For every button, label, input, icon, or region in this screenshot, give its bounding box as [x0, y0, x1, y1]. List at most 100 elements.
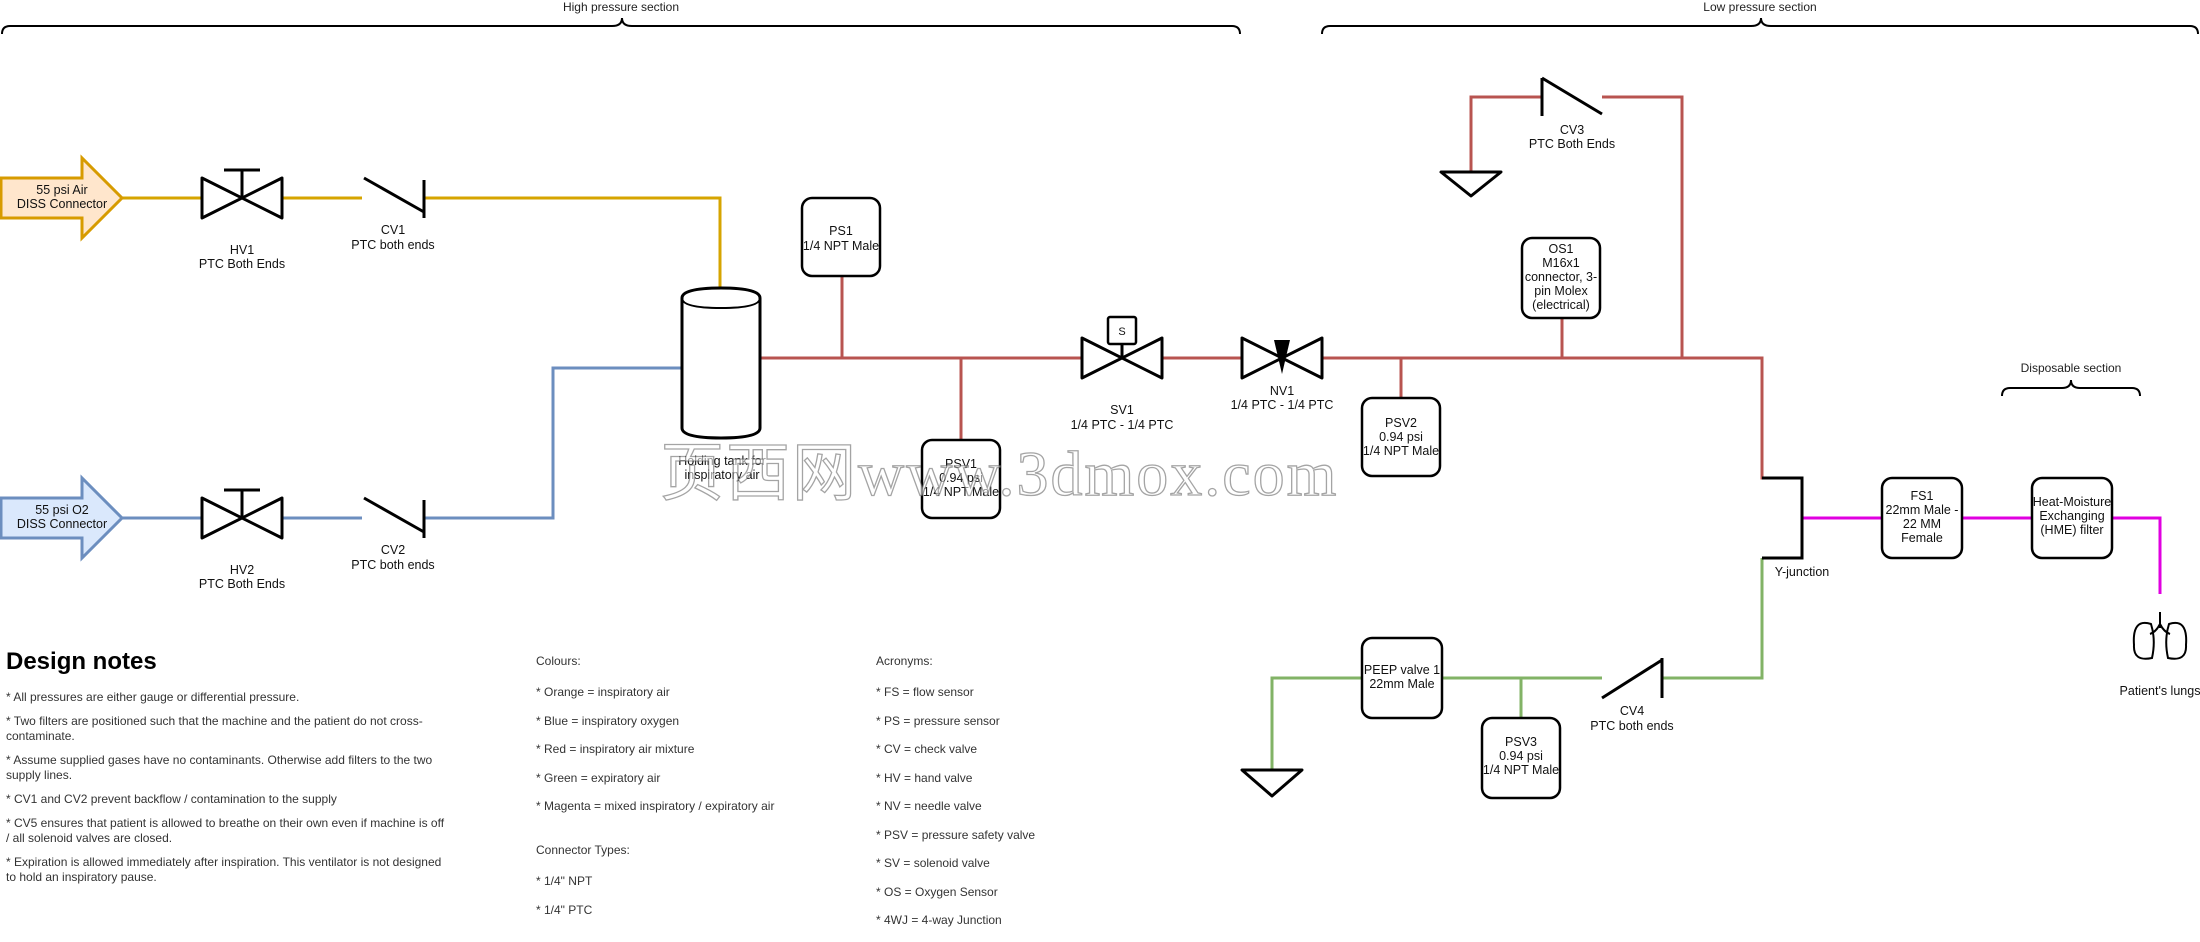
tank-label-line2: inspiratory air — [684, 468, 759, 482]
hme-line2: Exchanging — [2039, 509, 2104, 523]
connector-type-item: * 1/4" PTC — [536, 902, 593, 917]
fs1-name: FS1 — [1911, 489, 1934, 503]
nv1-name: NV1 — [1270, 384, 1294, 398]
low-pressure-label: Low pressure section — [1703, 0, 1816, 14]
peep-detail: 22mm Male — [1369, 677, 1434, 691]
lungs-icon: Patient's lungs — [2120, 612, 2200, 698]
os1-line4: pin Molex — [1534, 284, 1588, 298]
air-input-line1: 55 psi Air — [36, 183, 87, 197]
cv3-detail: PTC Both Ends — [1529, 137, 1615, 151]
design-note-item: * Two filters are positioned such that t… — [6, 713, 423, 744]
acronyms-list: Acronyms: * FS = flow sensor * PS = pres… — [876, 654, 1176, 942]
air-input-line2: DISS Connector — [17, 197, 107, 211]
red-pipes — [760, 95, 1802, 480]
fs1-line3: 22 MM — [1903, 517, 1941, 531]
o2-input-line1: 55 psi O2 — [35, 503, 89, 517]
ps1-detail: 1/4 NPT Male — [803, 239, 879, 253]
y-junction: Y-junction — [1762, 476, 1829, 579]
lungs-label: Patient's lungs — [2120, 684, 2200, 698]
holding-tank: Holding tank for inspiratory air — [678, 286, 766, 482]
high-pressure-brace: High pressure section — [1, 0, 1241, 35]
magenta-pipes — [1802, 516, 2162, 594]
tank-label-line1: Holding tank for — [678, 454, 766, 468]
hand-valve-hv1: HV1 PTC Both Ends — [199, 168, 285, 271]
colour-item: * Red = inspiratory air mixture — [536, 742, 695, 756]
hv1-detail: PTC Both Ends — [199, 257, 285, 271]
colour-item: * Orange = inspiratory air — [536, 685, 670, 699]
cv4-name: CV4 — [1620, 704, 1644, 718]
os1-name: OS1 — [1548, 242, 1573, 256]
colour-item: * Blue = inspiratory oxygen — [536, 713, 680, 728]
low-pressure-brace: Low pressure section — [1321, 0, 2199, 35]
colour-item: * Magenta = mixed inspiratory / expirato… — [536, 799, 775, 813]
design-note-item: * All pressures are either gauge or diff… — [6, 690, 300, 704]
colours-title: Colours: — [536, 654, 581, 668]
flow-sensor-fs1: FS1 22mm Male - 22 MM Female — [1880, 476, 1964, 560]
check-valve-cv4: CV4 PTC both ends — [1590, 658, 1674, 733]
acronym-item: * 4WJ = 4-way Junction — [876, 913, 1002, 927]
check-valve-cv1: CV1 PTC both ends — [351, 176, 435, 252]
design-notes: Design notes * All pressures are either … — [6, 648, 446, 894]
needle-valve-nv1: NV1 1/4 PTC - 1/4 PTC — [1231, 336, 1333, 412]
hme-filter: Heat-Moisture Exchanging (HME) filter — [2030, 476, 2114, 560]
psv1-name: PSV1 — [945, 457, 977, 471]
disposable-label: Disposable section — [2021, 361, 2122, 375]
cv1-name: CV1 — [381, 223, 405, 237]
hv1-name: HV1 — [230, 243, 254, 257]
connector-types-title: Connector Types: — [536, 843, 630, 857]
fs1-line2: 22mm Male - — [1886, 503, 1959, 517]
psv1-pressure: 0.94 psi — [939, 471, 983, 485]
psv1-detail: 1/4 NPT Male — [923, 485, 999, 499]
colour-item: * Green = expiratory air — [536, 770, 661, 785]
cv4-detail: PTC both ends — [1590, 719, 1673, 733]
design-note-item: * Expiration is allowed immediately afte… — [6, 854, 442, 885]
y-junction-label: Y-junction — [1775, 565, 1829, 579]
acronym-item: * NV = needle valve — [876, 799, 982, 813]
solenoid-valve-sv1: S SV1 1/4 PTC - 1/4 PTC — [1071, 315, 1174, 432]
psv3-detail: 1/4 NPT Male — [1483, 763, 1559, 777]
air-input-arrow: 55 psi Air DISS Connector — [0, 154, 125, 242]
design-note-item: * Assume supplied gases have no contamin… — [6, 752, 433, 783]
cv2-detail: PTC both ends — [351, 558, 434, 572]
sv1-detail: 1/4 PTC - 1/4 PTC — [1071, 418, 1174, 432]
acronyms-title: Acronyms: — [876, 654, 933, 668]
hv2-name: HV2 — [230, 563, 254, 577]
high-pressure-label: High pressure section — [563, 0, 679, 14]
check-valve-cv2: CV2 PTC both ends — [351, 496, 435, 572]
ground-symbol-top — [1439, 170, 1503, 198]
connector-types: Connector Types: * 1/4" NPT * 1/4" PTC — [536, 843, 836, 931]
psv2-detail: 1/4 NPT Male — [1363, 444, 1439, 458]
acronym-item: * CV = check valve — [876, 742, 978, 756]
psv2-name: PSV2 — [1385, 416, 1417, 430]
acronym-item: * HV = hand valve — [876, 770, 973, 785]
design-note-item: * CV5 ensures that patient is allowed to… — [6, 815, 445, 846]
cv2-name: CV2 — [381, 543, 405, 557]
os1-line2: M16x1 — [1542, 256, 1580, 270]
hme-line3: (HME) filter — [2040, 523, 2103, 537]
acronym-item: * FS = flow sensor — [876, 685, 974, 699]
orange-pipe — [120, 196, 722, 294]
pressure-sensor-ps1: PS1 1/4 NPT Male — [800, 196, 882, 278]
hv2-detail: PTC Both Ends — [199, 577, 285, 591]
psv3-name: PSV3 — [1505, 735, 1537, 749]
design-notes-title: Design notes — [6, 648, 157, 675]
o2-input-arrow: 55 psi O2 DISS Connector — [0, 474, 125, 562]
sv1-solenoid-mark: S — [1118, 326, 1125, 338]
safety-valve-psv2: PSV2 0.94 psi 1/4 NPT Male — [1360, 396, 1442, 478]
safety-valve-psv3: PSV3 0.94 psi 1/4 NPT Male — [1480, 716, 1562, 800]
acronym-item: * PSV = pressure safety valve — [876, 827, 1036, 842]
cv3-name: CV3 — [1560, 123, 1584, 137]
blue-pipe — [120, 366, 682, 520]
ground-symbol-bottom — [1240, 768, 1304, 798]
design-note-item: * CV1 and CV2 prevent backflow / contami… — [6, 791, 337, 806]
psv2-pressure: 0.94 psi — [1379, 430, 1423, 444]
colours-legend: Colours: * Orange = inspiratory air * Bl… — [536, 654, 836, 828]
acronym-item: * PS = pressure sensor — [876, 713, 1000, 728]
ps1-name: PS1 — [829, 224, 853, 238]
connector-type-item: * 1/4" NPT — [536, 874, 593, 888]
hand-valve-hv2: HV2 PTC Both Ends — [199, 488, 285, 591]
psv3-pressure: 0.94 psi — [1499, 749, 1543, 763]
oxygen-sensor-os1: OS1 M16x1 connector, 3- pin Molex (elect… — [1520, 236, 1602, 320]
peep-valve: PEEP valve 1 22mm Male — [1360, 636, 1444, 720]
